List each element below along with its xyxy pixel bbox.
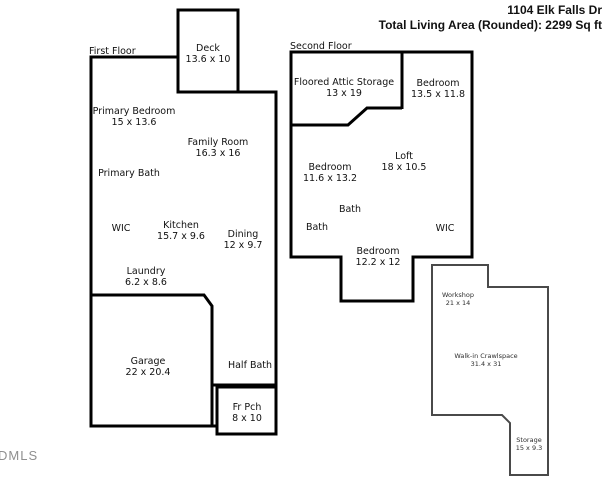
front-porch-outline <box>215 385 278 436</box>
room-label-dining: Dining 12 x 9.7 <box>223 229 263 251</box>
room-label-family-room: Family Room 16.3 x 16 <box>187 137 249 159</box>
room-label-laundry: Laundry 6.2 x 8.6 <box>125 266 167 288</box>
room-label-wic-first: WIC <box>111 223 131 234</box>
first-floor-left-walls <box>89 55 218 428</box>
room-label-primary-bedroom: Primary Bedroom 15 x 13.6 <box>92 106 176 128</box>
room-label-loft: Loft 18 x 10.5 <box>381 151 427 173</box>
room-label-deck: Deck 13.6 x 10 <box>185 43 231 65</box>
room-label-bedroom-4: Bedroom 12.2 x 12 <box>355 246 401 268</box>
address-title: 1104 Elk Falls Dr <box>507 3 602 17</box>
second-floor-label: Second Floor <box>290 41 352 52</box>
attic-storage-walls <box>291 106 402 127</box>
title-block: 1104 Elk Falls Dr Total Living Area (Rou… <box>379 3 602 33</box>
mls-watermark: DMLS <box>0 448 39 463</box>
first-floor-label: First Floor <box>89 46 136 57</box>
room-label-front-porch: Fr Pch 8 x 10 <box>232 402 262 424</box>
room-label-crawlspace: Walk-in Crawlspace 31.4 x 31 <box>454 352 518 368</box>
second-floor-outline <box>289 50 474 303</box>
room-label-kitchen: Kitchen 15.7 x 9.6 <box>157 220 205 242</box>
room-label-half-bath: Half Bath <box>227 360 273 371</box>
room-label-bedroom-3: Bedroom 11.6 x 13.2 <box>303 162 357 184</box>
room-label-bath-upper: Bath <box>338 204 362 215</box>
room-label-storage: Storage 15 x 9.3 <box>515 436 543 452</box>
crawlspace-outline <box>431 264 549 476</box>
room-label-bath-lower: Bath <box>305 222 329 233</box>
room-label-attic-storage: Floored Attic Storage 13 x 19 <box>293 77 395 99</box>
room-label-wic-second: WIC <box>435 223 455 234</box>
room-label-garage: Garage 22 x 20.4 <box>125 356 171 378</box>
deck-outline <box>176 8 240 94</box>
room-label-primary-bath: Primary Bath <box>98 168 160 179</box>
room-label-bedroom-2: Bedroom 13.5 x 11.8 <box>411 78 465 100</box>
room-label-workshop: Workshop 21 x 14 <box>441 291 475 307</box>
garage-walls <box>90 293 214 426</box>
total-living-area: Total Living Area (Rounded): 2299 Sq ft <box>378 18 602 32</box>
first-floor-right-walls <box>238 90 278 434</box>
